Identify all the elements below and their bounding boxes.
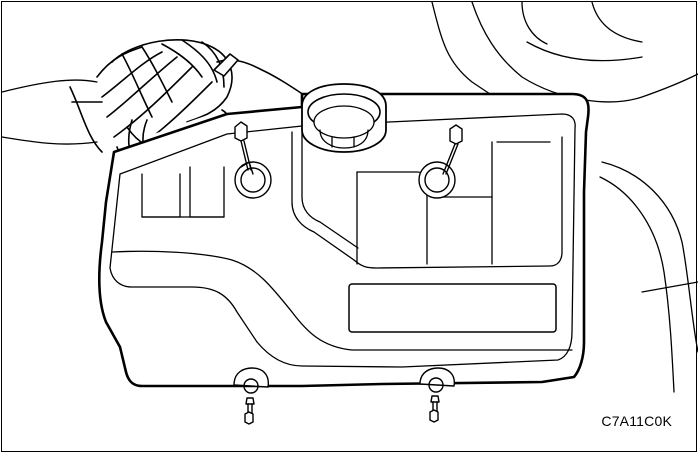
figure-code: C7A11C0K: [601, 413, 672, 429]
bolt-bottom-left: [233, 367, 269, 425]
engine-bay-background: [2, 2, 698, 393]
engine-cover-body: [98, 92, 590, 388]
bolt-top-left: [234, 121, 272, 199]
bolt-bottom-right: [419, 367, 455, 423]
oil-filler-cap: [301, 83, 387, 153]
cover-ribs: [141, 131, 563, 269]
cover-name-plate: [348, 283, 557, 333]
bolt-top-right: [418, 124, 463, 199]
